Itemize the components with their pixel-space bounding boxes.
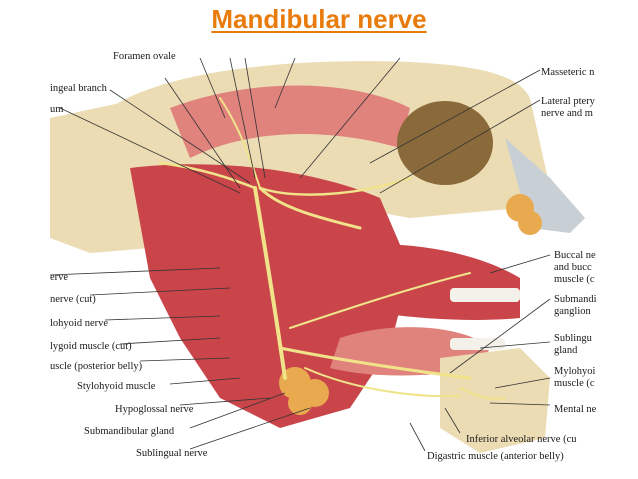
buccinator-muscle	[330, 244, 520, 320]
label-buccal-nerve-1: Buccal ne	[554, 250, 596, 261]
label-submandibular-ganglion-2: ganglion	[554, 306, 591, 317]
label-buccal-nerve-3: muscle (c	[554, 274, 595, 285]
label-digastric-anterior-belly: Digastric muscle (anterior belly)	[427, 451, 564, 462]
label-nerve: erve	[50, 272, 69, 283]
mandibular-nerve-drawing	[50, 57, 585, 453]
label-sublingual-gland-2: gland	[554, 345, 578, 356]
label-pterygoid-muscle-cut: lygoid muscle (cut)	[50, 341, 132, 352]
label-submandibular-gland: Submandibular gland	[84, 426, 175, 437]
orbit	[397, 101, 493, 185]
label-um: um	[50, 104, 64, 115]
mandible	[440, 348, 550, 453]
label-mylohyoid-nerve: lohyoid nerve	[50, 318, 109, 329]
label-submandibular-ganglion-1: Submandi	[554, 294, 597, 305]
anatomical-illustration	[50, 48, 605, 474]
label-lateral-pterygoid-2: nerve and m	[541, 108, 593, 119]
parotid-gland	[506, 194, 542, 235]
label-inferior-alveolar-nerve: Inferior alveolar nerve (cu	[466, 434, 577, 445]
label-sublingual-gland-1: Sublingu	[554, 333, 592, 344]
submandibular-gland	[279, 367, 329, 415]
label-buccal-nerve-2: and bucc	[554, 262, 592, 273]
label-masseteric-nerve: Masseteric n	[541, 67, 595, 78]
leader-lines	[50, 57, 551, 452]
label-mylohyoid-muscle-1: Mylohyoi	[554, 366, 596, 377]
nerve-branches	[158, 97, 506, 400]
label-mental-nerve: Mental ne	[554, 404, 597, 415]
label-foramen-ovale: Foramen ovale	[113, 51, 176, 62]
label-sublingual-nerve: Sublingual nerve	[136, 448, 208, 459]
label-lateral-pterygoid-1: Lateral ptery	[541, 96, 595, 107]
label-meningeal-branch: ingeal branch	[50, 83, 107, 94]
label-stylohyoid-muscle: Stylohyoid muscle	[77, 381, 156, 392]
label-digastric-posterior-belly: uscle (posterior belly)	[50, 361, 143, 372]
label-hypoglossal-nerve: Hypoglossal nerve	[115, 404, 194, 415]
slide-title: Mandibular nerve	[0, 4, 638, 35]
slide-title-text: Mandibular nerve	[211, 4, 427, 34]
label-nerve-cut: nerve (cut)	[50, 294, 96, 305]
label-mylohyoid-muscle-2: muscle (c	[554, 378, 595, 389]
temporal-muscle-band	[170, 85, 410, 158]
